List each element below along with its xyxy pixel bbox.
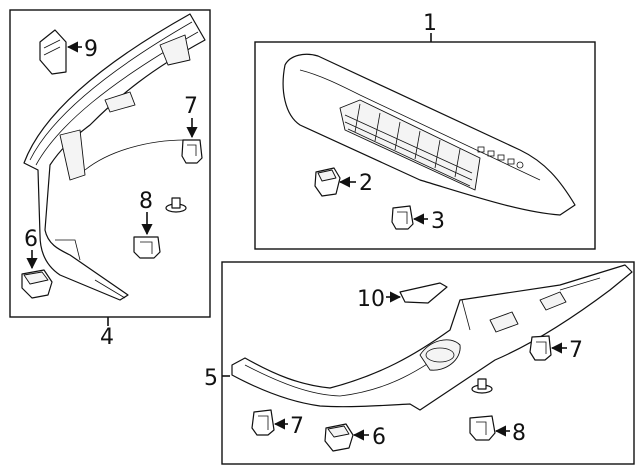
- callout-6-left: 6: [24, 227, 38, 252]
- group-box-top-cover: [254, 41, 596, 250]
- top-cover-part: [282, 53, 576, 216]
- callout-6-lower: 6: [372, 425, 386, 450]
- part-6-clip-lower: [324, 423, 354, 452]
- part-6-clip-left: [21, 269, 53, 299]
- callout-3: 3: [431, 209, 445, 234]
- callout-2: 2: [359, 171, 373, 196]
- callout-8-left: 8: [139, 189, 153, 214]
- callout-8-lower: 8: [512, 421, 526, 446]
- part-8-fastener-lower: [469, 415, 496, 441]
- callout-9: 9: [84, 37, 98, 62]
- part-10-pad: [399, 282, 448, 304]
- callout-10: 10: [357, 287, 385, 312]
- callout-7-left: 7: [184, 94, 198, 119]
- part-7-retainer-lower: [251, 409, 275, 436]
- callout-5: 5: [204, 366, 218, 391]
- lower-trim-panel: [231, 264, 633, 411]
- side-trim-panel: [23, 13, 206, 301]
- group-box-left-panel: [9, 9, 211, 318]
- group-box-lower-panel: [221, 261, 635, 465]
- push-pin-lower: [471, 378, 493, 394]
- part-2-clip: [314, 167, 341, 197]
- part-8-fastener-left: [133, 236, 161, 259]
- push-pin-left: [165, 197, 187, 213]
- vent-grille: [344, 103, 473, 187]
- part-3-retainer: [391, 205, 414, 230]
- part-7-retainer-left: [181, 139, 203, 164]
- callout-4: 4: [100, 325, 114, 350]
- callout-1: 1: [423, 11, 437, 36]
- part-7-retainer-right: [529, 335, 552, 361]
- callout-7-lower: 7: [290, 414, 304, 439]
- part-9-clip: [39, 29, 67, 75]
- label-area: [477, 146, 524, 169]
- callout-7-right: 7: [569, 338, 583, 363]
